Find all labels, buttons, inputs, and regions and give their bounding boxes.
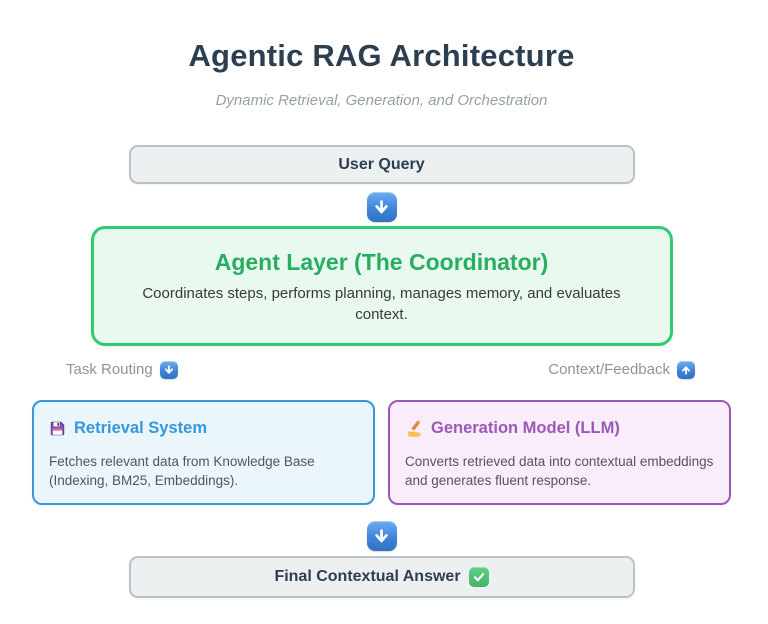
check-mark-icon: [468, 567, 489, 588]
agent-layer-description: Coordinates steps, performs planning, ma…: [142, 285, 621, 323]
user-query-label: User Query: [338, 155, 425, 173]
agent-layer-node: Agent Layer (The Coordinator) Coordinate…: [90, 226, 673, 346]
down-arrow-icon: [366, 192, 397, 222]
generation-model-node: Generation Model (LLM) Converts retrieve…: [388, 400, 731, 506]
retrieval-system-description: Fetches relevant data from Knowledge Bas…: [49, 454, 315, 488]
floppy-disk-icon: [49, 420, 66, 437]
diagram-canvas: Agentic RAG Architecture Dynamic Retriev…: [32, 38, 731, 599]
user-query-node: User Query: [128, 145, 635, 184]
page-subtitle: Dynamic Retrieval, Generation, and Orche…: [215, 92, 548, 109]
agent-layer-title: Agent Layer (The Coordinator): [214, 249, 549, 275]
retrieval-system-node: Retrieval System Fetches relevant data f…: [32, 400, 375, 506]
down-arrow-icon: [159, 361, 178, 380]
final-answer-node: Final Contextual Answer: [128, 556, 635, 599]
down-arrow-icon: [366, 521, 397, 552]
writing-hand-icon: [405, 420, 423, 438]
final-answer-label: Final Contextual Answer: [274, 568, 461, 586]
generation-model-description: Converts retrieved data into contextual …: [405, 454, 714, 488]
edge-labels-row: Task Routing Context/Feedback: [32, 361, 731, 380]
components-row: Retrieval System Fetches relevant data f…: [32, 400, 731, 506]
retrieval-system-title: Retrieval System: [49, 419, 358, 438]
task-routing-label: Task Routing: [66, 361, 178, 380]
up-arrow-icon: [677, 361, 695, 380]
page-title: Agentic RAG Architecture: [188, 38, 575, 73]
context-feedback-label: Context/Feedback: [548, 361, 695, 380]
generation-model-title: Generation Model (LLM): [405, 419, 714, 438]
